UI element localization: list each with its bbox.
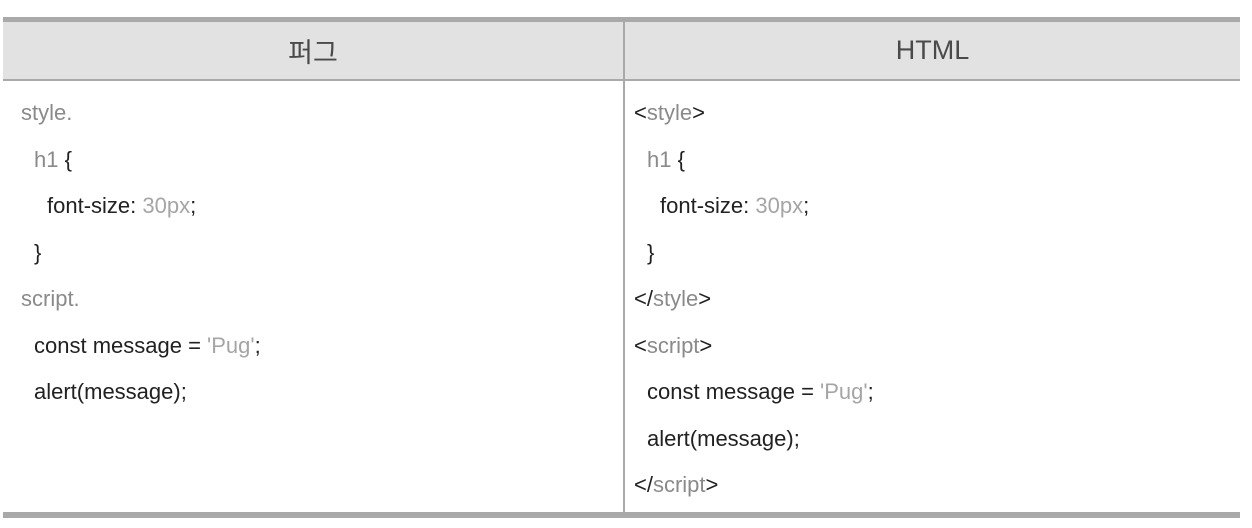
- code-token: </: [634, 286, 653, 311]
- code-line: alert(message);: [634, 416, 1240, 463]
- code-token: >: [705, 472, 719, 497]
- code-token: <: [634, 100, 647, 125]
- code-line: </script>: [634, 462, 1240, 509]
- code-token: {: [64, 146, 72, 172]
- code-line: alert(message);: [21, 369, 623, 416]
- code-line: const message = 'Pug';: [21, 323, 623, 370]
- pug-vs-html-comparison-table: 퍼그 HTML style.h1 {font-size: 30px;}scrip…: [3, 17, 1240, 518]
- code-token: </: [634, 472, 653, 497]
- code-token: }: [34, 239, 42, 265]
- code-token: >: [698, 286, 712, 311]
- code-token: ;: [867, 379, 874, 404]
- pug-column-header: 퍼그: [3, 22, 625, 81]
- code-token: h1: [647, 146, 678, 172]
- code-token: script: [646, 332, 700, 358]
- code-token: script: [652, 472, 706, 497]
- code-line: font-size: 30px;: [21, 183, 623, 230]
- code-line: const message = 'Pug';: [634, 369, 1240, 416]
- code-token: script.: [21, 286, 80, 311]
- code-line: h1 {: [634, 137, 1240, 184]
- code-token: ;: [254, 332, 261, 358]
- code-token: const message =: [34, 332, 208, 358]
- code-line: </style>: [634, 276, 1240, 323]
- code-token: style.: [21, 100, 73, 125]
- code-line: <script>: [634, 323, 1240, 370]
- code-token: const message =: [647, 379, 821, 404]
- code-token: style: [646, 100, 693, 125]
- code-line: <style>: [634, 90, 1240, 137]
- code-line: style.: [21, 90, 623, 137]
- code-token: style: [652, 286, 699, 311]
- code-token: 30px: [142, 193, 191, 218]
- code-token: ;: [190, 193, 197, 218]
- code-token: alert(message);: [34, 379, 187, 404]
- pug-code-cell: style.h1 {font-size: 30px;}script.const …: [3, 81, 625, 512]
- code-token: >: [692, 100, 705, 125]
- html-column-header: HTML: [625, 22, 1240, 81]
- code-token: ;: [803, 193, 810, 218]
- code-token: <: [634, 332, 647, 358]
- code-line: }: [634, 230, 1240, 277]
- code-line: }: [21, 230, 623, 277]
- code-line: font-size: 30px;: [634, 183, 1240, 230]
- code-line: h1 {: [21, 137, 623, 184]
- code-line: script.: [21, 276, 623, 323]
- code-token: {: [677, 146, 685, 172]
- code-token: 'Pug': [207, 332, 255, 358]
- html-code-cell: <style>h1 {font-size: 30px;}</style><scr…: [625, 81, 1240, 512]
- code-token: font-size:: [660, 193, 756, 218]
- code-token: 30px: [755, 193, 804, 218]
- code-token: alert(message);: [647, 425, 800, 451]
- code-token: font-size:: [47, 193, 143, 218]
- code-token: h1: [34, 146, 65, 172]
- code-token: >: [699, 332, 713, 358]
- code-token: 'Pug': [820, 379, 868, 404]
- code-token: }: [647, 239, 655, 265]
